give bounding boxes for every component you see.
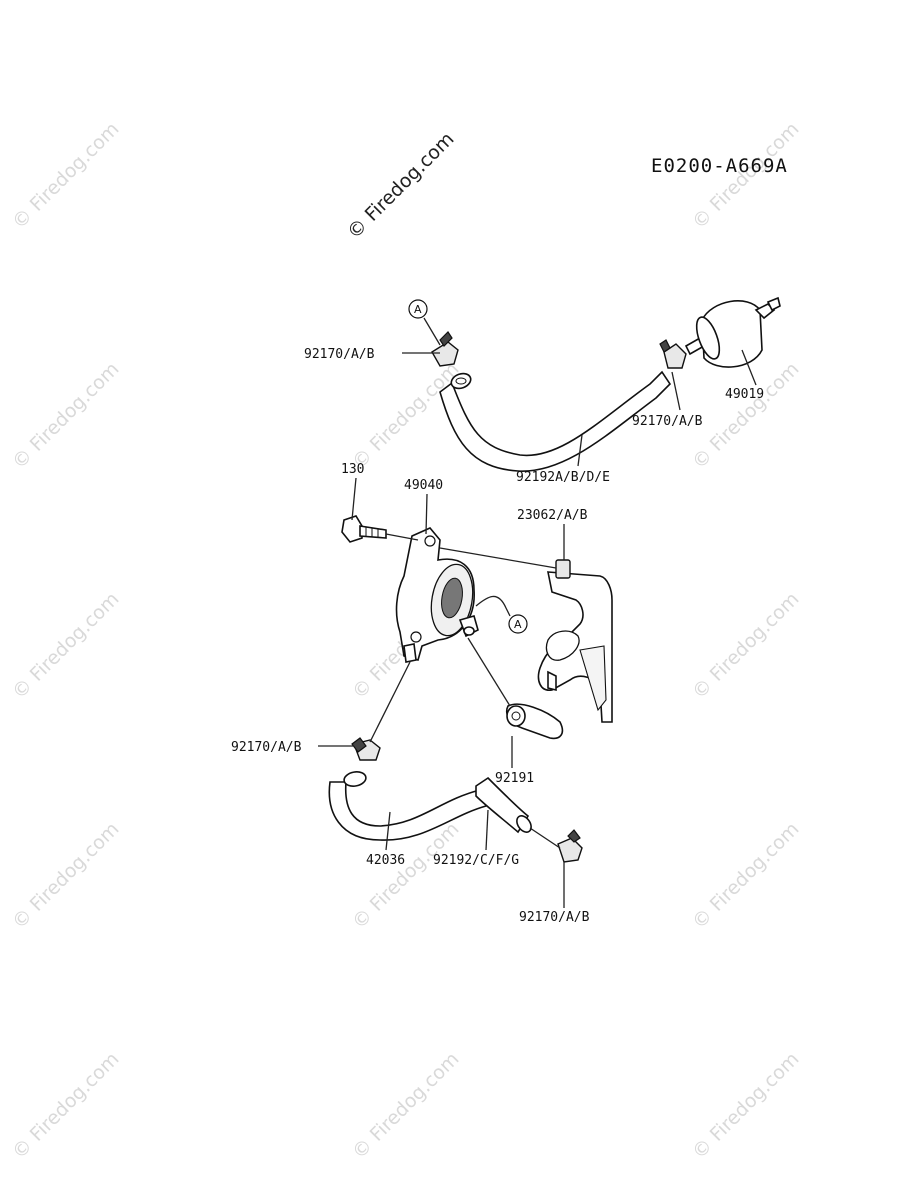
watermark: © Firedog.com [688,588,803,703]
clip-bottom [557,829,583,863]
diagram-code: E0200-A669A [651,155,788,177]
reference-marker-mid: A [475,595,528,634]
label-hose-lower-left: 42036 [366,853,405,868]
watermark: © Firedog.com [8,118,123,233]
label-cap: 92191 [495,771,534,786]
label-clip-mid-left: 92170/A/B [231,740,302,755]
watermark: © Firedog.com [348,358,463,473]
label-hose-upper: 92192A/B/D/E [516,470,610,485]
bolt [341,515,387,543]
watermark: © Firedog.com [688,1048,803,1163]
label-fuel-filter: 49019 [725,387,764,402]
bracket [537,559,613,723]
watermark: © Firedog.com [8,818,123,933]
lower-hose-right [475,776,532,834]
label-clip-top-right: 92170/A/B [632,414,703,429]
label-fuel-pump: 49040 [404,478,443,493]
watermark-main: © Firedog.com [343,128,458,243]
label-bracket: 23062/A/B [517,508,588,523]
reference-letter: A [514,618,522,631]
label-hose-lower-right: 92192/C/F/G [433,853,519,868]
watermark: © Firedog.com [688,358,803,473]
watermark: © Firedog.com [348,1048,463,1163]
label-bolt: 130 [341,462,364,477]
fuel-filter [684,296,781,368]
lower-hose-left [328,771,488,841]
upper-hose [439,370,672,472]
reference-letter: A [414,303,422,316]
watermark: © Firedog.com [688,818,803,933]
label-clip-top-left: 92170/A/B [304,347,375,362]
clip-top-left [431,331,459,367]
cap [506,703,564,740]
watermark: © Firedog.com [8,1048,123,1163]
clip-top-right [659,339,687,369]
label-clip-bottom: 92170/A/B [519,910,590,925]
watermark: © Firedog.com [8,588,123,703]
clip-mid-left [351,737,381,761]
fuel-pump [395,527,479,663]
watermark: © Firedog.com [8,358,123,473]
reference-marker-top: A [408,299,441,346]
